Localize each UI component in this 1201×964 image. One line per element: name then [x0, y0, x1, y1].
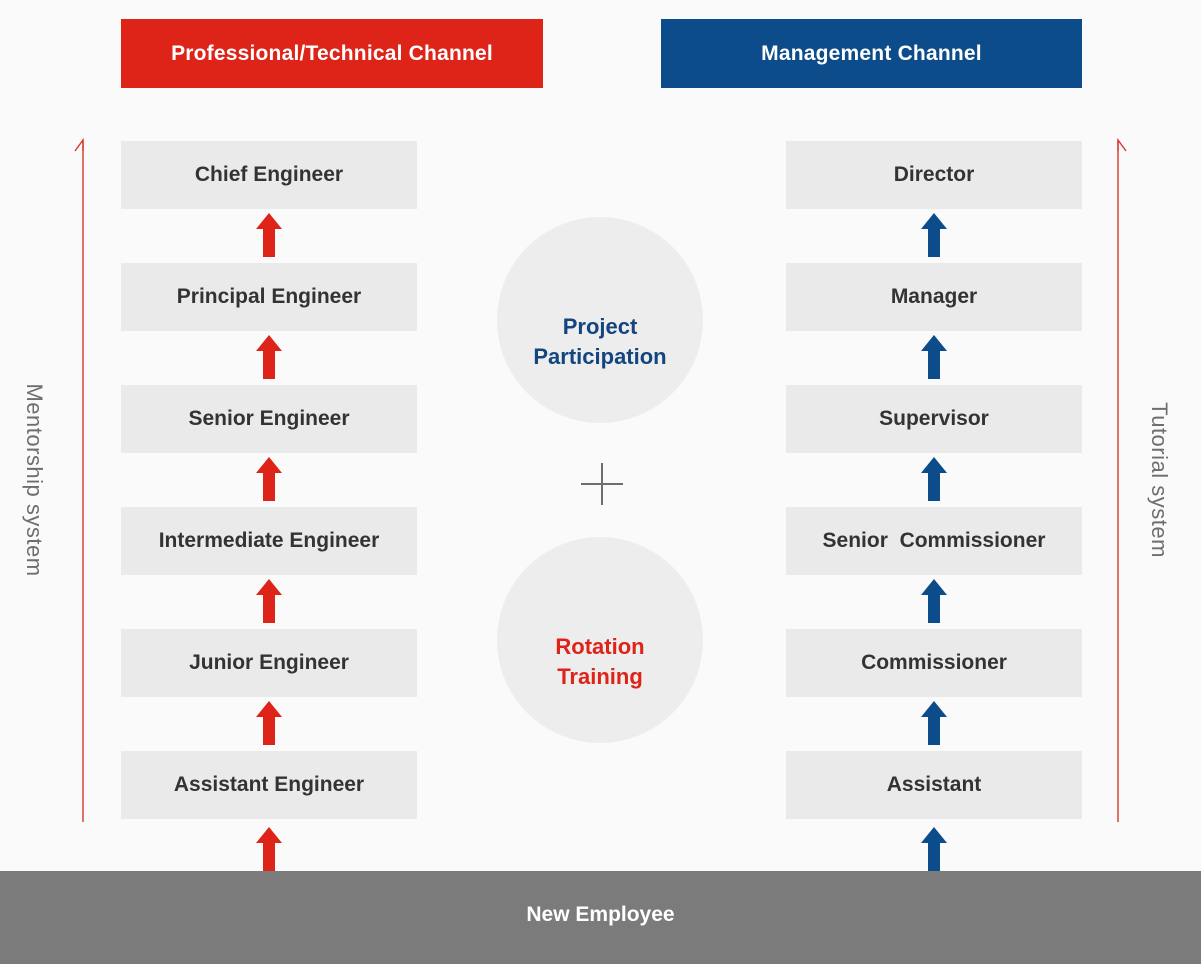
mentorship-system-axis: Mentorship system [18, 138, 88, 822]
professional-technical-channel-header: Professional/Technical Channel [121, 19, 543, 88]
ladder-rung: Intermediate Engineer [121, 507, 417, 623]
ladder-rung: Commissioner [786, 629, 1082, 745]
rung-label: Assistant Engineer [173, 773, 365, 796]
up-arrow-icon [256, 579, 282, 623]
mentorship-system-label: Mentorship system [22, 383, 47, 577]
ladder-rung: Junior Engineer [121, 629, 417, 745]
ladder-rung: Assistant [786, 751, 1082, 819]
rotation-training-line2: Training [557, 664, 643, 689]
up-arrow-icon [256, 827, 282, 871]
rung-label: Manager [890, 285, 978, 308]
tutorial-system-label: Tutorial system [1147, 402, 1172, 558]
professional-ladder: Chief Engineer Principal Engineer Senior… [121, 141, 417, 819]
up-arrow-line-icon [74, 138, 84, 822]
rung-label: Director [893, 163, 975, 186]
ladder-rung: Director [786, 141, 1082, 257]
ladder-rung: Supervisor [786, 385, 1082, 501]
rung-label: Chief Engineer [194, 163, 344, 186]
rung-label: Principal Engineer [176, 285, 362, 308]
up-arrow-icon [921, 701, 947, 745]
ladder-rung: Manager [786, 263, 1082, 379]
rung-label: Supervisor [879, 407, 989, 430]
up-arrow-icon [921, 457, 947, 501]
rung-label: Assistant [886, 773, 982, 796]
up-arrow-icon [921, 335, 947, 379]
new-employee-bar: New Employee [0, 871, 1201, 964]
up-arrow-line-icon [1117, 138, 1127, 822]
project-participation-line2: Participation [533, 344, 667, 369]
ladder-rung: Chief Engineer [121, 141, 417, 257]
up-arrow-icon [256, 335, 282, 379]
ladder-rung: Senior Commissioner [786, 507, 1082, 623]
rung-label: Intermediate Engineer [158, 529, 380, 552]
rung-label: Commissioner [861, 651, 1007, 674]
rung-label: Senior Engineer [188, 407, 350, 430]
rung-label: Senior Commissioner [822, 529, 1046, 552]
ladder-rung: Senior Engineer [121, 385, 417, 501]
rotation-training-circle: Rotation Training [497, 537, 703, 743]
management-ladder: Director Manager Supervisor Senior Commi… [786, 141, 1082, 819]
up-arrow-icon [256, 213, 282, 257]
project-participation-circle: Project Participation [497, 217, 703, 423]
ladder-rung: Assistant Engineer [121, 751, 417, 819]
up-arrow-icon [921, 213, 947, 257]
tutorial-system-axis: Tutorial system [1113, 138, 1183, 822]
ladder-rung: Principal Engineer [121, 263, 417, 379]
management-channel-header: Management Channel [661, 19, 1082, 88]
rotation-training-line1: Rotation [555, 634, 645, 660]
plus-icon [581, 463, 623, 505]
up-arrow-icon [921, 827, 947, 871]
up-arrow-icon [256, 457, 282, 501]
project-participation-line1: Project [562, 314, 638, 340]
up-arrow-icon [256, 701, 282, 745]
rung-label: Junior Engineer [189, 651, 349, 674]
up-arrow-icon [921, 579, 947, 623]
